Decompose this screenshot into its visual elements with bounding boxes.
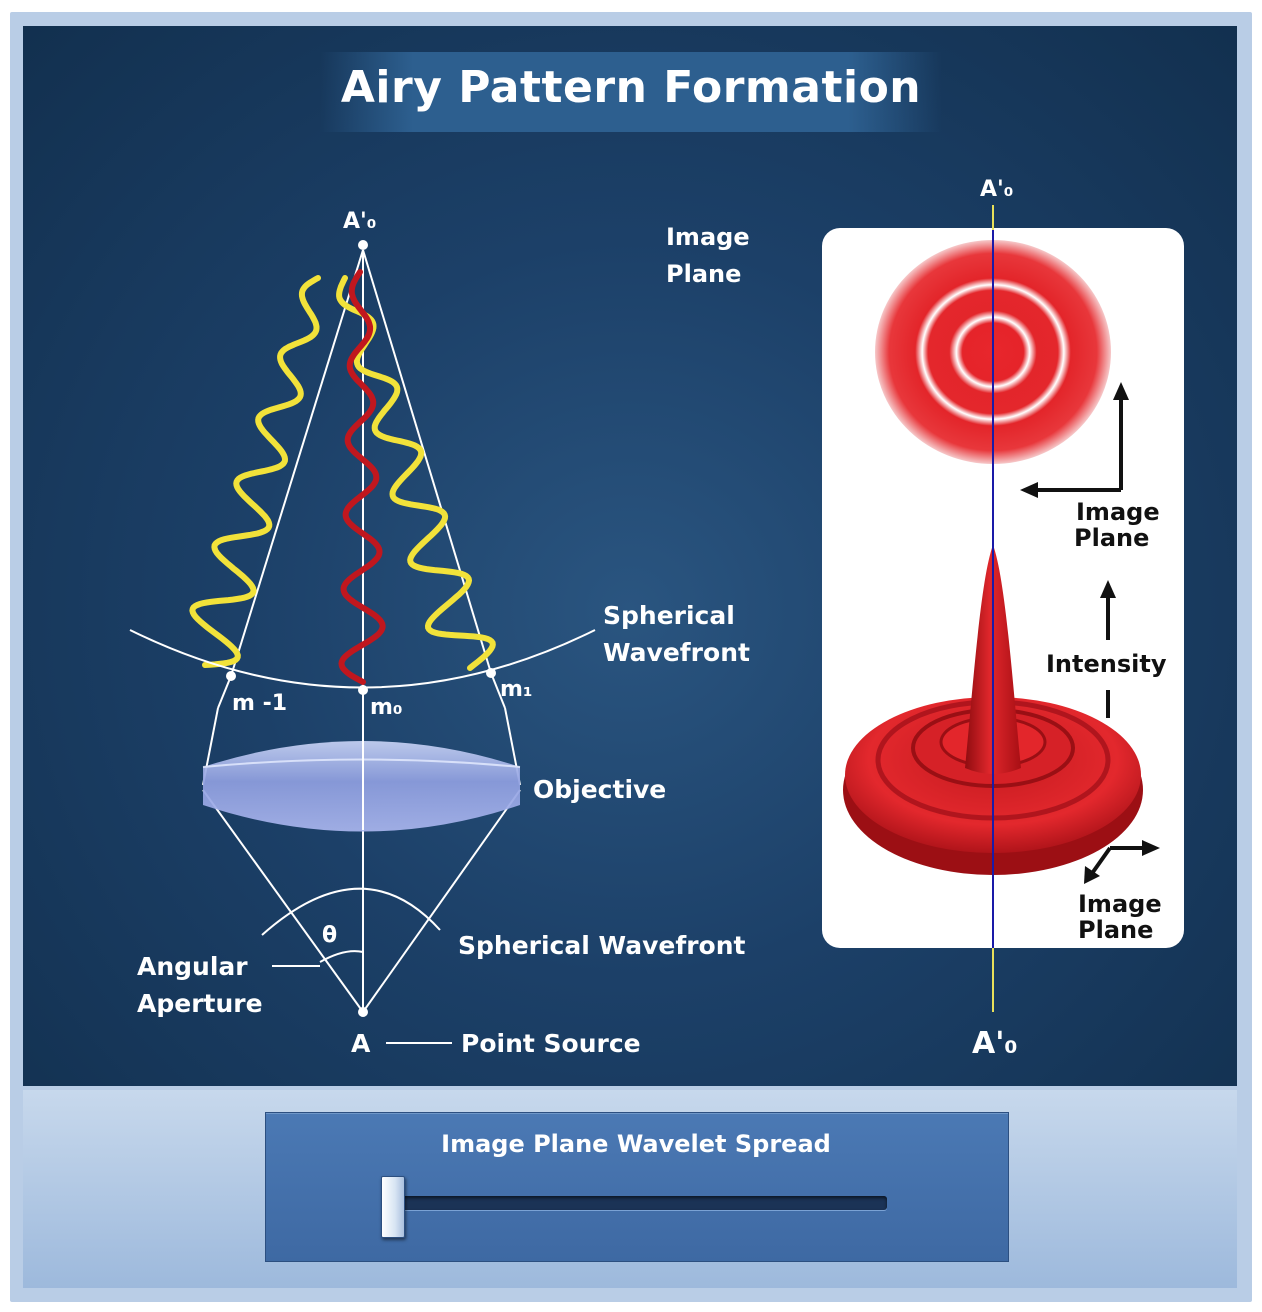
ring-image-plane-label-2: Plane — [1074, 524, 1149, 552]
image-plane-label-1: Image — [666, 223, 750, 251]
m1-dot — [486, 668, 496, 678]
m-minus1-label: m -1 — [232, 691, 287, 716]
focal-point-dot — [358, 240, 368, 250]
angular-aperture-label-1: Angular — [137, 952, 248, 981]
yellow-wave-left — [189, 275, 321, 668]
point-a-dot — [358, 1007, 368, 1017]
spherical-wavefront-top-label-2: Wavefront — [603, 638, 750, 667]
ring-image-plane-label-1: Image — [1076, 498, 1160, 526]
point-source-label: Point Source — [461, 1029, 641, 1058]
wavelet-spread-slider-track[interactable] — [395, 1196, 887, 1210]
point-a-label: A — [351, 1029, 371, 1058]
spherical-wavefront-top-label-1: Spherical — [603, 601, 735, 630]
m-minus1-dot — [226, 671, 236, 681]
right-bottom-axis-label: A'₀ — [972, 1026, 1018, 1061]
m1-label: m₁ — [500, 677, 533, 702]
point-source-construction — [202, 249, 521, 1013]
spherical-wavefront-bottom-label: Spherical Wavefront — [458, 931, 746, 960]
angular-aperture-label-2: Aperture — [137, 989, 263, 1018]
peak-image-plane-label-2: Plane — [1078, 916, 1153, 944]
intensity-arrow — [1100, 580, 1116, 718]
peak-image-plane-label-1: Image — [1078, 890, 1162, 918]
objective-label: Objective — [533, 775, 666, 804]
title-bar — [320, 52, 942, 132]
theta-label: θ — [322, 923, 337, 948]
red-wave-center — [338, 269, 386, 685]
peak-image-plane-arrow — [1084, 840, 1160, 884]
image-plane-axes-arrow — [1020, 382, 1129, 498]
wavelet-spread-slider-thumb[interactable] — [381, 1176, 405, 1238]
image-plane-label-2: Plane — [666, 260, 741, 288]
angle-arc — [319, 950, 364, 963]
spherical-wavefront-bottom-arc — [261, 887, 441, 936]
page-title: Airy Pattern Formation — [340, 62, 922, 113]
wavelet-spread-label: Image Plane Wavelet Spread — [441, 1130, 831, 1158]
top-point-label: A'₀ — [343, 209, 376, 234]
right-top-axis-label: A'₀ — [980, 177, 1013, 202]
m0-label: m₀ — [370, 695, 403, 720]
objective-lens — [202, 740, 521, 832]
intensity-label: Intensity — [1046, 650, 1167, 678]
m0-dot — [358, 685, 368, 695]
